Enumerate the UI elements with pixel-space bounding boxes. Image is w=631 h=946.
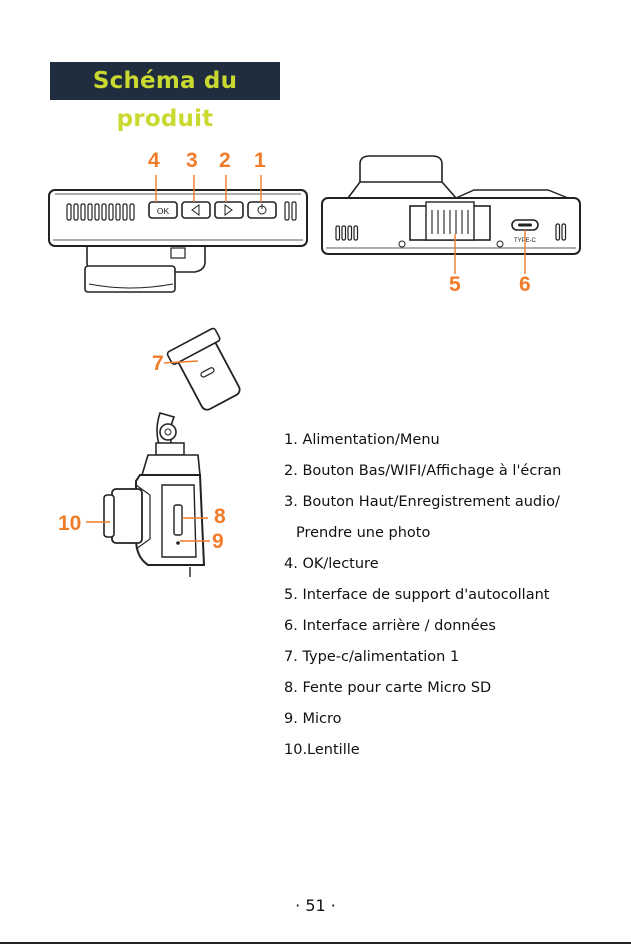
legend-item: 5. Interface de support d'autocollant — [284, 587, 550, 603]
callout-1: 1 — [254, 149, 266, 172]
device-side-view — [86, 327, 241, 577]
callout-10: 10 — [58, 512, 82, 535]
legend-item: 2. Bouton Bas/WIFI/Affichage à l'écran — [284, 463, 562, 479]
legend-item: 4. OK/lecture — [284, 556, 379, 572]
legend-item: 9. Micro — [284, 711, 342, 727]
callout-3: 3 — [186, 149, 198, 172]
component-legend: 1. Alimentation/Menu 2. Bouton Bas/WIFI/… — [284, 430, 624, 771]
callout-2: 2 — [219, 149, 231, 172]
device-rear-view: TYPE-C — [321, 155, 581, 274]
legend-item: 1. Alimentation/Menu — [284, 432, 440, 448]
callout-5: 5 — [449, 273, 461, 296]
callout-6: 6 — [519, 273, 531, 296]
power-button — [247, 201, 277, 219]
bottom-rule — [0, 942, 631, 944]
legend-item: Prendre une photo — [296, 525, 431, 541]
legend-item: 7. Type-c/alimentation 1 — [284, 649, 460, 665]
svg-text:OK: OK — [157, 206, 170, 216]
legend-item: 3. Bouton Haut/Enregistrement audio/ — [284, 494, 560, 510]
up-button — [181, 201, 211, 219]
ok-button: OK — [148, 201, 178, 219]
legend-item: 6. Interface arrière / données — [284, 618, 496, 634]
down-button — [214, 201, 244, 219]
legend-item: 10.Lentille — [284, 742, 360, 758]
page-number: · 51 · — [295, 896, 336, 915]
callout-8: 8 — [214, 505, 226, 528]
device-top-view: OK — [48, 175, 308, 293]
callout-9: 9 — [212, 530, 224, 553]
legend-item: 8. Fente pour carte Micro SD — [284, 680, 492, 696]
callout-7: 7 — [152, 352, 164, 375]
section-heading: Schéma du produit — [50, 62, 280, 132]
callout-4: 4 — [148, 149, 160, 172]
